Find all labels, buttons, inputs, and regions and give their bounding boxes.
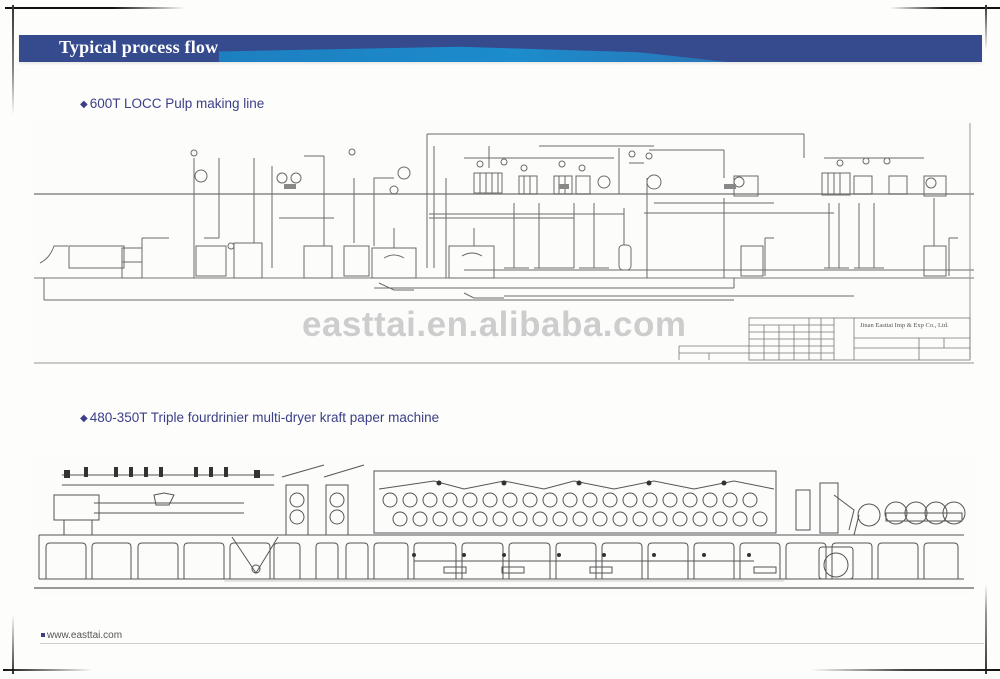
section-label-paper-machine: ◆480-350T Triple fourdrinier multi-dryer… — [80, 410, 439, 425]
frame-edge-left-bottom — [12, 614, 14, 674]
pulp-making-line-diagram: Jinan Easttai Imp & Exp Co., Ltd. — [34, 118, 974, 364]
section-label-pulp-line: ◆600T LOCC Pulp making line — [80, 96, 264, 111]
diamond-bullet-icon: ◆ — [80, 99, 88, 110]
page-title: Typical process flow — [59, 37, 219, 57]
footer-divider — [40, 643, 984, 644]
frame-corner-bottom-right — [810, 669, 1000, 671]
frame-corner-top-right — [890, 7, 1000, 9]
section-title-text: 480-350T Triple fourdrinier multi-dryer … — [89, 410, 440, 425]
bullet-square-icon — [41, 633, 45, 637]
frame-corner-top-left — [5, 7, 185, 9]
frame-edge-right-bottom — [985, 584, 987, 674]
paper-machine-diagram — [34, 455, 974, 595]
frame-edge-left — [12, 5, 14, 115]
diamond-bullet-icon: ◆ — [80, 413, 88, 424]
title-block-company: Jinan Easttai Imp & Exp Co., Ltd. — [860, 322, 949, 329]
footer-website-text: www.easttai.com — [47, 630, 123, 641]
title-banner: Typical process flow — [19, 35, 982, 62]
frame-corner-bottom-left — [3, 669, 93, 671]
frame-edge-right — [985, 5, 987, 50]
watermark: easttai.en.alibaba.com — [302, 305, 687, 344]
paper-machine-svg — [34, 464, 974, 589]
section-title-text: 600T LOCC Pulp making line — [89, 96, 265, 111]
footer-website-link[interactable]: www.easttai.com — [41, 630, 122, 641]
pulp-schematic-svg — [34, 123, 974, 361]
banner-wave-accent — [219, 42, 819, 62]
